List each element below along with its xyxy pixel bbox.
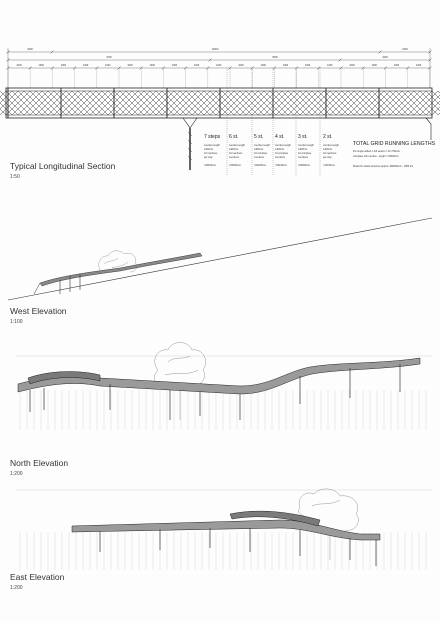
north-tree [154,342,206,420]
step-label-2: 5 st. [254,134,263,140]
dimension-text-mid: 9700 6500 4200 [106,56,388,59]
dim-bottom-3: 1000 [83,64,89,67]
east-elevation-title: East Elevation [10,572,65,582]
dim-bottom-14: 1000 [327,64,333,67]
dim-bottom-9: 1000 [216,64,222,67]
step-note-1-0: member length [229,144,246,147]
step-note-3-1: 1400mm [275,148,284,151]
dimension-lines [7,48,431,90]
dim-bottom-5: 1000 [127,64,133,67]
dim-top-1: 12900 [212,48,219,51]
bridge-side-profile [39,252,203,287]
step-note-4-2: 10 complete [298,152,312,155]
step-note-2-0: member length [254,144,271,147]
dim-top-0: 2000 [27,48,33,51]
step-note-1-1: 1400mm [229,148,238,151]
step-total-4: =20000mm [298,164,310,167]
totals-line-3: Model for artistic structure approx. 980… [353,165,413,168]
step-note-2-2: 10 complete [254,152,268,155]
step-note-3-2: 10 complete [275,152,289,155]
west-elevation-title: West Elevation [10,306,67,316]
north-bridge-path [17,357,421,420]
dimension-ticks [6,50,432,88]
dim-bottom-8: 1000 [194,64,200,67]
section-scale: 1:50 [10,174,20,180]
step-note-3-0: member length [275,144,292,147]
east-elevation [16,488,432,570]
ground-slope-line [7,217,433,301]
dim-bottom-7: 1000 [172,64,178,67]
dimension-text-top: 2000 12900 2300 [27,48,408,51]
step-label-0: 7 steps [204,134,221,140]
dim-bottom-16: 1000 [372,64,378,67]
north-elevation-title: North Elevation [10,458,69,468]
step-note-5-2: 10 members [323,152,337,155]
dim-bottom-0: 1000 [16,64,22,67]
dim-bottom-12: 1000 [283,64,289,67]
step-label-4: 3 st. [298,134,307,140]
step-note-0-1: 1400mm [204,148,213,151]
dim-bottom-10: 1000 [238,64,244,67]
step-note-0-0: member length [204,144,221,147]
north-elevation-scale: 1:200 [10,471,23,477]
step-note-4-3: members [298,156,309,159]
step-label-3: 4 st. [275,134,284,140]
support-column [182,117,198,170]
dim-mid-1: 6500 [272,56,278,59]
step-note-5-0: member length [323,144,340,147]
step-total-3: =20100mm [275,164,287,167]
dimension-text-bottom: 1000 1000 1000 1000 1000 1000 1000 1000 1000 1000… [16,64,422,67]
step-note-4-0: member length [298,144,315,147]
section-title: Typical Longitudinal Section [10,161,116,171]
dim-bottom-15: 1000 [349,64,355,67]
dim-bottom-17: 1000 [394,64,400,67]
grid-totals: TOTAL GRID RUNNING LENGTHS Per single de… [353,141,436,168]
dim-bottom-18: 1000 [416,64,422,67]
dim-bottom-4: 1000 [105,64,111,67]
step-total-1: =20300mm [229,164,241,167]
totals-title: TOTAL GRID RUNNING LENGTHS [353,141,436,147]
dim-top-2: 2300 [402,48,408,51]
step-total-5: =19700mm [323,164,335,167]
east-bridge-path [71,510,381,566]
step-note-0-3: per step [204,156,213,159]
totals-line-1: Per single deflect 1 full section = 2m 7… [353,150,400,153]
dim-bottom-1: 1000 [39,64,45,67]
step-label-1: 6 st. [229,134,238,140]
lattice-band [0,87,440,119]
dim-bottom-13: 1000 [305,64,311,67]
dim-mid-0: 9700 [106,56,112,59]
step-label-5: 2 st. [323,134,332,140]
west-elevation [7,217,433,301]
west-elevation-scale: 1:100 [10,319,23,325]
dim-mid-2: 4200 [382,56,388,59]
north-elevation [16,342,432,430]
step-note-3-3: members [275,156,286,159]
west-supports [59,274,81,294]
step-note-4-1: 1400mm [298,148,307,151]
step-note-5-1: 1400mm [323,148,332,151]
support-column-right [425,117,432,140]
dim-bottom-11: 1000 [261,64,267,67]
step-total-2: =20200mm [254,164,266,167]
step-note-0-2: 10 members [204,152,218,155]
step-total-0: =20400mm [204,164,216,167]
step-note-5-3: per step [323,156,332,159]
east-elevation-scale: 1:200 [10,585,23,591]
step-note-1-3: members [229,156,240,159]
step-note-2-3: members [254,156,265,159]
step-note-1-2: 10 members [229,152,243,155]
totals-line-2: Complete 10m section - length = 40000mm [353,155,399,158]
dim-bottom-2: 1000 [61,64,67,67]
step-note-2-1: 1400mm [254,148,263,151]
dim-bottom-6: 1000 [150,64,156,67]
